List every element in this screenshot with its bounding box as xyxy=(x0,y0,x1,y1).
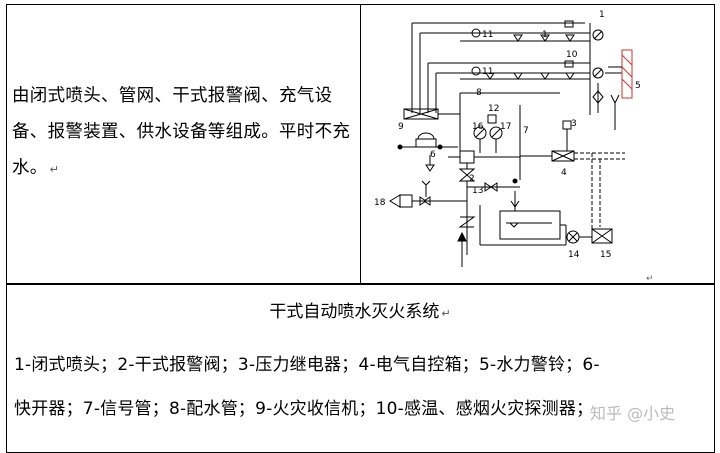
svg-text:11: 11 xyxy=(482,30,493,40)
system-description: 由闭式喷头、管网、干式报警阀、充气设备、报警装置、供水设备等组成。平时不充水。↵ xyxy=(12,78,357,188)
svg-text:16: 16 xyxy=(472,122,484,132)
paragraph-mark: ↵ xyxy=(441,307,451,320)
svg-text:17: 17 xyxy=(500,122,511,132)
figure-caption: 干式自动喷水灭火系统↵ xyxy=(0,297,720,322)
svg-text:15: 15 xyxy=(600,250,611,260)
legend-text: 1-闭式喷头；2-干式报警阀；3-压力继电器；4-电气自控箱；5-水力警铃；6-… xyxy=(14,343,714,431)
svg-text:10: 10 xyxy=(566,50,578,60)
document-table: 由闭式喷头、管网、干式报警阀、充气设备、报警装置、供水设备等组成。平时不充水。↵ xyxy=(0,4,720,453)
system-diagram: 1 1 2 3 4 5 6 7 8 9 10 11 11 12 13 14 15… xyxy=(374,10,654,283)
svg-text:13: 13 xyxy=(472,186,483,196)
svg-text:11: 11 xyxy=(482,67,493,77)
svg-text:18: 18 xyxy=(374,198,386,208)
svg-text:4: 4 xyxy=(561,168,567,178)
diagram-label: 1 xyxy=(542,30,548,40)
svg-text:7: 7 xyxy=(523,126,529,136)
legend-line-1: 1-闭式喷头；2-干式报警阀；3-压力继电器；4-电气自控箱；5-水力警铃；6- xyxy=(14,355,600,375)
svg-text:6: 6 xyxy=(430,150,436,160)
legend-line-2: 快开器；7-信号管；8-配水管；9-火灾收信机；10-感温、感烟火灾探测器； xyxy=(14,399,594,419)
svg-text:5: 5 xyxy=(635,81,641,91)
caption-text: 干式自动喷水灭火系统 xyxy=(269,302,440,322)
svg-text:14: 14 xyxy=(568,250,580,260)
svg-text:9: 9 xyxy=(398,122,404,132)
svg-text:1: 1 xyxy=(599,10,605,20)
watermark: 知乎 @小史 xyxy=(590,404,676,423)
svg-text:2: 2 xyxy=(469,174,475,184)
svg-text:↵: ↵ xyxy=(646,274,654,283)
paragraph-mark: ↵ xyxy=(49,163,60,176)
svg-text:12: 12 xyxy=(488,104,499,114)
svg-text:3: 3 xyxy=(571,119,577,129)
svg-text:8: 8 xyxy=(476,88,482,98)
diagram-cell: 1 1 2 3 4 5 6 7 8 9 10 11 11 12 13 14 15… xyxy=(360,4,715,284)
description-text: 由闭式喷头、管网、干式报警阀、充气设备、报警装置、供水设备等组成。平时不充水。 xyxy=(12,86,351,178)
